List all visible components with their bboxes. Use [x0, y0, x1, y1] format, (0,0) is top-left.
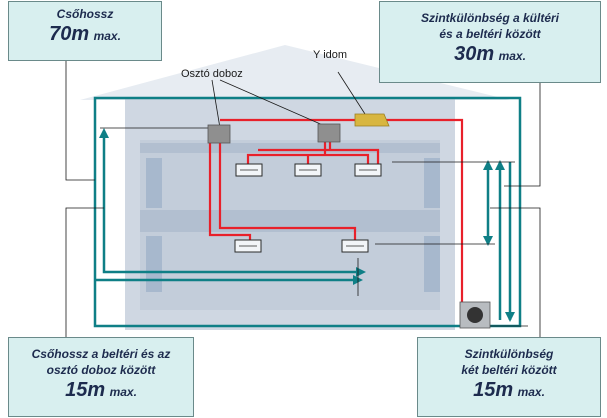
floor-slab-middle — [140, 210, 440, 232]
wall-right-lower — [424, 236, 440, 292]
pipe-upper-distribution — [246, 140, 370, 165]
wall-left-lower — [146, 236, 162, 292]
value-number: 15m — [473, 379, 514, 401]
branch-box-icon — [207, 124, 231, 144]
floor-slab-upper — [140, 143, 440, 153]
arrow-right — [356, 267, 366, 277]
wall-right-upper — [424, 158, 440, 208]
pipe-to-lower-box-2 — [218, 140, 357, 240]
leader-branch-length — [65, 207, 104, 338]
callout-line1: Szintkülönbség — [464, 347, 554, 361]
measure-lines — [93, 96, 522, 328]
leader-y-idom — [337, 71, 366, 115]
callout-value: 30m max. — [380, 42, 600, 68]
callout-value: 15m max. — [9, 378, 193, 404]
pipe-to-lower-box — [208, 140, 252, 240]
leader-indoor-height — [490, 207, 541, 338]
callout-pipe-length: Csőhossz 70m max. — [8, 1, 162, 61]
branch-box-icon — [317, 123, 341, 143]
value-unit: max. — [93, 29, 121, 43]
oszto-doboz-label: Osztó doboz — [181, 68, 243, 80]
callout-indoor-indoor-height: Szintkülönbség két beltéri között 15m ma… — [417, 337, 601, 417]
wall-left-upper — [146, 158, 162, 208]
leader-pipe-length — [65, 60, 95, 181]
indoor-unit-vents — [239, 169, 377, 247]
building-roof — [80, 45, 510, 100]
reference-lines — [65, 60, 541, 338]
callout-outdoor-indoor-height: Szintkülönbség a kültéri és a beltéri kö… — [379, 1, 601, 83]
callout-indoor-branch-length: Csőhossz a beltéri és az osztó doboz köz… — [8, 337, 194, 417]
value-unit: max. — [109, 385, 137, 399]
callout-title: Csőhossz — [56, 7, 114, 21]
pipe-upper-distribution-2 — [258, 140, 380, 165]
outdoor-unit-fan-icon — [467, 307, 483, 323]
leader-oszto-1 — [211, 79, 221, 129]
arrow-up — [483, 160, 493, 170]
value-unit: max. — [498, 49, 526, 63]
building — [80, 45, 510, 330]
y-idom-label: Y idom — [313, 49, 348, 61]
arrow-down — [505, 312, 515, 322]
callout-value: 15m max. — [418, 378, 600, 404]
callout-line1: Szintkülönbség a kültéri — [420, 11, 560, 25]
arrow-up — [495, 160, 505, 170]
branch-length-line — [102, 135, 360, 274]
callout-value: 70m max. — [9, 22, 161, 48]
leader-outdoor-height — [504, 82, 541, 187]
callout-line1: Csőhossz a beltéri és az — [31, 347, 171, 361]
arrow-down — [483, 236, 493, 246]
value-number: 70m — [49, 23, 90, 45]
leader-oszto-2 — [219, 79, 326, 127]
callout-line2: és a beltéri között — [439, 27, 541, 41]
value-number: 30m — [454, 43, 495, 65]
callout-line2: két beltéri között — [461, 363, 557, 377]
total-length-loop — [93, 96, 522, 328]
y-joint-icon — [354, 113, 390, 127]
callout-line2: osztó doboz között — [46, 363, 156, 377]
value-unit: max. — [517, 385, 545, 399]
arrow-up — [99, 128, 109, 138]
value-number: 15m — [65, 379, 106, 401]
